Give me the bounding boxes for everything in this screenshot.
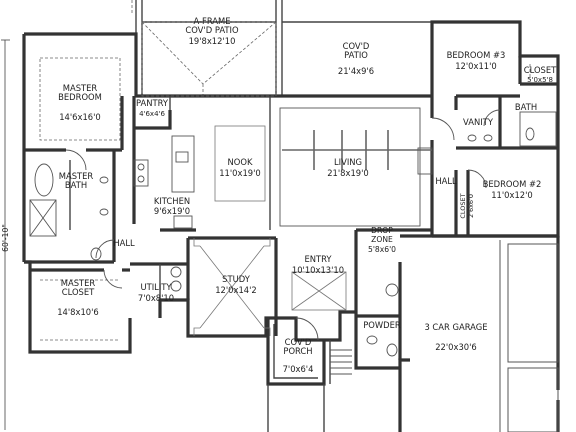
door-swing: [295, 317, 319, 341]
overall-dimension-label: 60'-10": [1, 224, 10, 252]
kitchen-name: KITCHEN: [154, 196, 190, 206]
entry-size: 10'10x13'10: [292, 265, 344, 275]
shower: [29, 199, 57, 237]
door-swing: [483, 109, 501, 127]
door-swing: [431, 117, 455, 141]
vanity-name: VANITY: [463, 117, 494, 127]
washer: [170, 266, 182, 278]
master-bedroom-size: 14'6x16'0: [59, 112, 101, 122]
drop-zone-fixture: [385, 283, 399, 297]
closet-top-name: CLOSET: [524, 65, 557, 75]
kitchen-island: [171, 135, 195, 193]
kitchen-size: 9'6x19'0: [154, 206, 190, 216]
master-closet-size: 14'8x10'6: [57, 307, 99, 317]
range: [133, 159, 149, 187]
powder-name: POWDER: [363, 320, 401, 330]
closet-vertical-size: 2'6x6'0: [467, 194, 475, 218]
covd-patio-size: 21'4x9'6: [338, 66, 374, 76]
bathtub: [34, 163, 54, 197]
nook-name: NOOK: [228, 157, 253, 167]
door-swing: [467, 169, 487, 189]
pantry-name: PANTRY: [136, 98, 169, 108]
door-swing: [95, 239, 115, 259]
pantry-size: 4'6x4'6: [139, 110, 165, 118]
hall-right-name: HALL: [435, 176, 457, 186]
dryer: [170, 280, 182, 292]
ceiling-details: [39, 21, 432, 336]
front-porch: [266, 318, 352, 432]
entry-name: ENTRY: [304, 254, 332, 264]
living-size: 21'8x19'0: [327, 168, 369, 178]
bedroom3-name: BEDROOM #3: [447, 50, 506, 60]
front-steps: [330, 349, 352, 375]
powder-toilet: [386, 343, 398, 357]
bedroom2-name: BEDROOM #2: [483, 179, 542, 189]
nook-size: 11'0x19'0: [219, 168, 261, 178]
covd-porch-size: 7'0x6'4: [283, 364, 314, 374]
interior-walls: [24, 56, 558, 360]
utility-name: UTILITY: [140, 282, 172, 292]
refrigerator: [173, 215, 193, 229]
overall-dimension: 60'-10": [1, 39, 10, 430]
closet-vertical-name: CLOSET: [459, 193, 467, 218]
study-name: STUDY: [222, 274, 251, 284]
garage-size: 22'0x30'6: [435, 342, 477, 352]
powder-sink: [366, 335, 378, 345]
patio-outlines: [131, 0, 433, 96]
secondary-tub: [519, 111, 557, 147]
garage-name: 3 CAR GARAGE: [424, 322, 487, 332]
bedroom3-size: 12'0x11'0: [455, 61, 497, 71]
closet-top-size: 5'0x5'8: [527, 76, 553, 84]
door-swing: [65, 149, 87, 171]
fixtures: [29, 64, 557, 357]
bath-name: BATH: [515, 102, 537, 112]
study-size: 12'0x14'2: [215, 285, 257, 295]
fireplace: [417, 147, 433, 175]
aframe-patio-size: 19'8x12'10: [189, 36, 236, 46]
drop-zone-size: 5'8x6'0: [368, 245, 396, 254]
garage-structure: [400, 234, 559, 432]
master-toilet: [90, 247, 102, 261]
utility-size: 7'0x8'10: [138, 293, 174, 303]
bedroom2-size: 11'0x12'0: [491, 190, 533, 200]
door-swing: [103, 269, 123, 289]
hall-left-name: HALL: [113, 238, 135, 248]
living-name: LIVING: [334, 157, 362, 167]
